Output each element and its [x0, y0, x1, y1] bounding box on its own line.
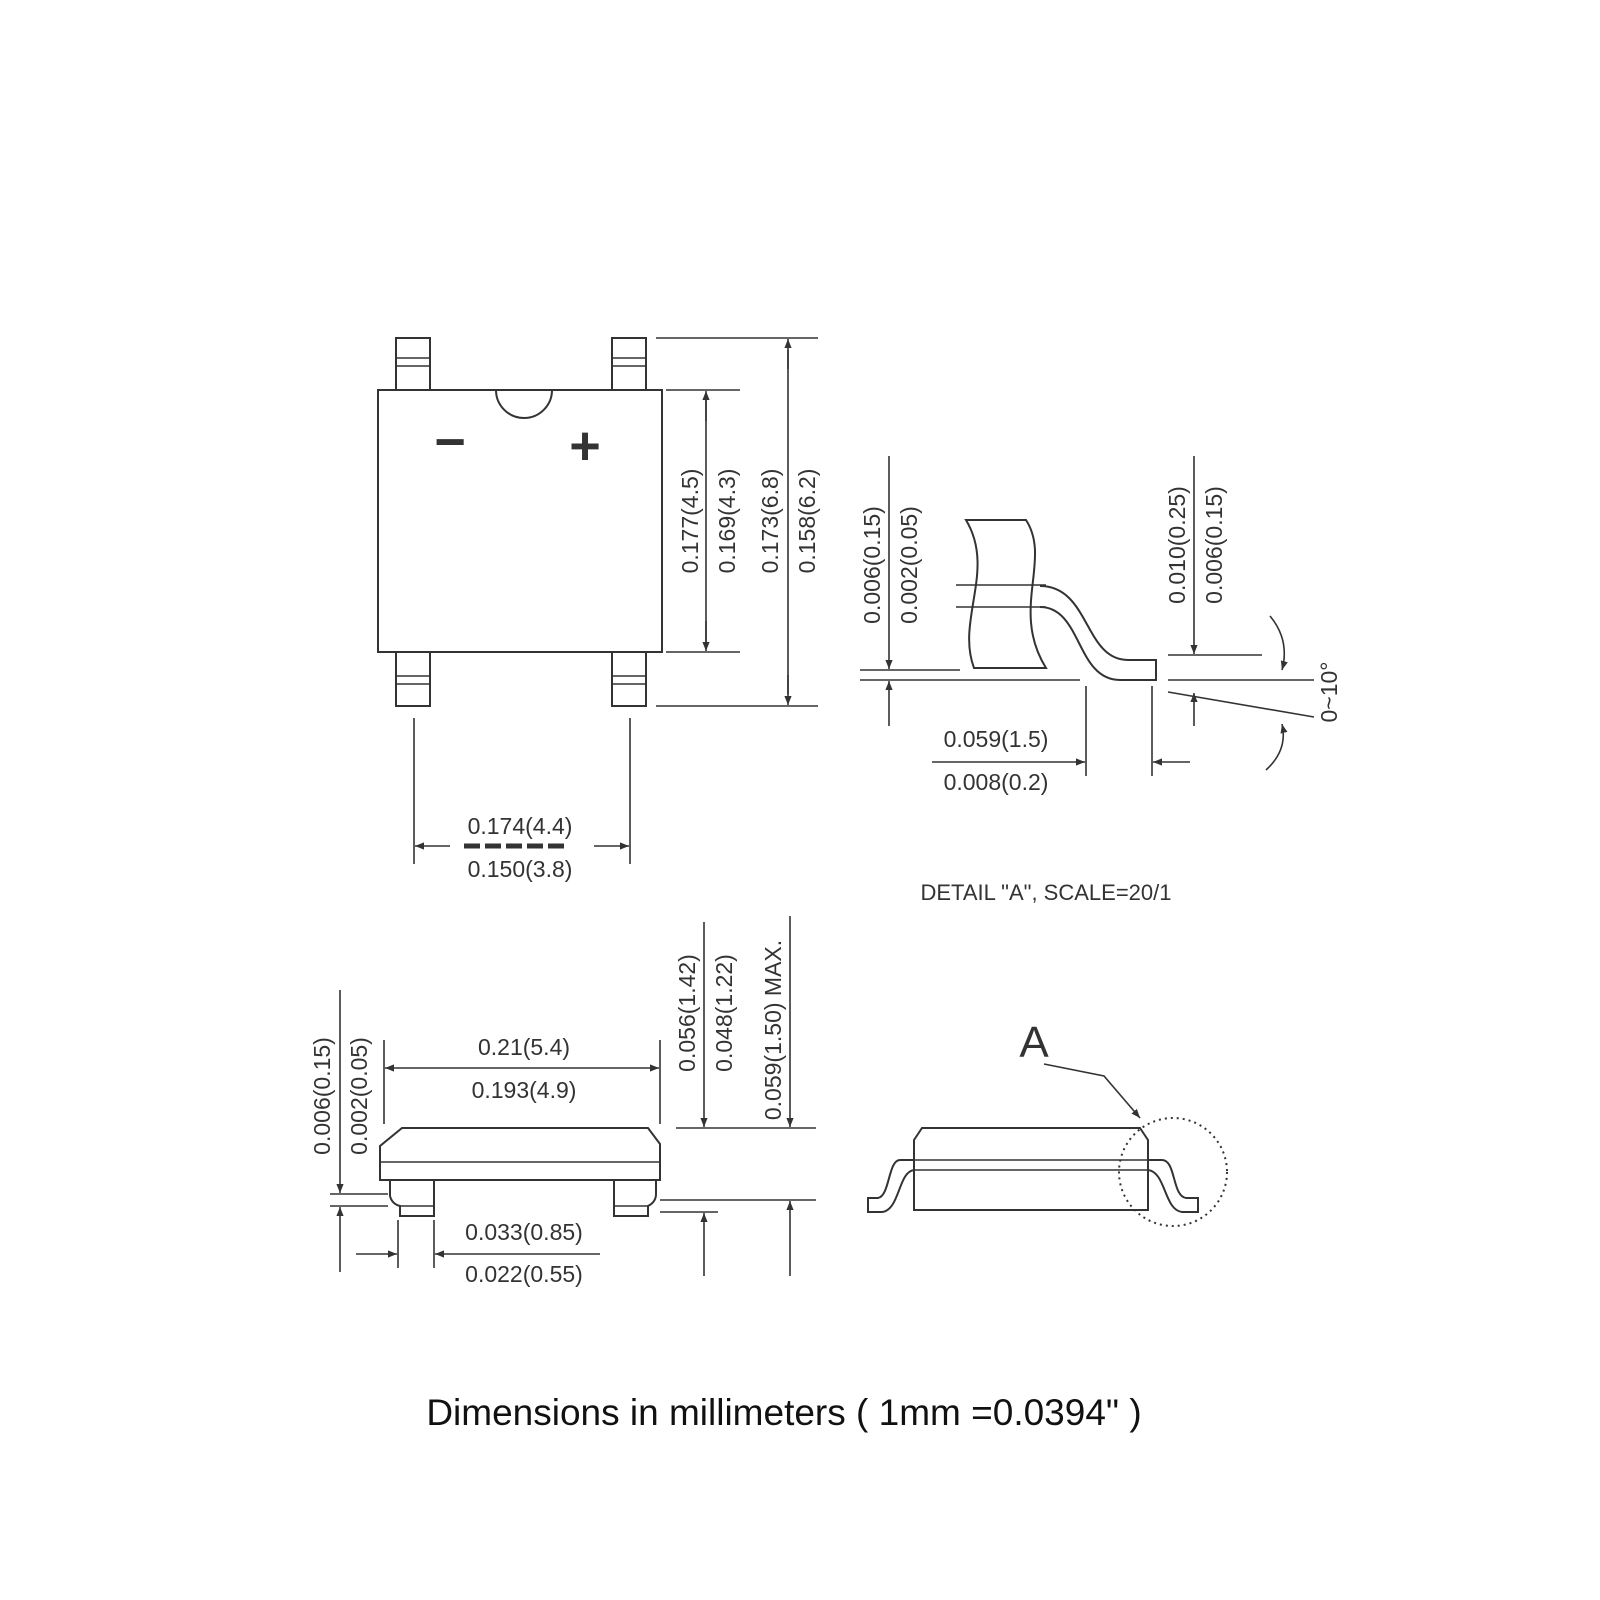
detail-standoff-min: 0.006(0.15) [1201, 486, 1227, 604]
side-pin-left [389, 1179, 435, 1217]
body-max-label: 0.177(4.5) [677, 469, 703, 574]
detail-body-section [964, 519, 1048, 669]
side-height-max: 0.056(1.42) [674, 954, 700, 1072]
polarity-plus: + [569, 416, 601, 476]
detail-caption: DETAIL "A", SCALE=20/1 [920, 880, 1171, 905]
pin-bottom-right [611, 649, 647, 707]
detail-lead-thickness-max: 0.006(0.15) [859, 506, 885, 624]
polarity-minus: − [434, 412, 466, 472]
side-pin-width-min: 0.022(0.55) [465, 1261, 583, 1287]
overall-min-label: 0.158(6.2) [794, 469, 820, 574]
side-pin-right [613, 1179, 657, 1217]
detail-foot-length-min: 0.008(0.2) [944, 769, 1049, 795]
detail-lead-thickness-min: 0.002(0.05) [896, 506, 922, 624]
top-view: − + 0.174(4.4) 0.150(3.8) 0.177(4.5) 0.1… [377, 337, 820, 882]
pin-top-right [611, 337, 647, 391]
detail-a-label: A [1019, 1018, 1049, 1067]
side-lead-thickness-min: 0.002(0.05) [346, 1037, 372, 1155]
detail-a-circle[interactable] [1118, 1117, 1228, 1227]
orientation-notch [495, 389, 553, 419]
width-max-label: 0.174(4.4) [468, 813, 573, 839]
detail-angle-label: 0~10° [1316, 661, 1342, 722]
overall-max-label: 0.173(6.8) [757, 469, 783, 574]
profile-lead-right [1147, 1159, 1199, 1213]
detail-foot-length-max: 0.059(1.5) [944, 726, 1049, 752]
side-body [379, 1127, 661, 1181]
side-height-abs-max: 0.059(1.50) MAX. [760, 940, 786, 1120]
side-length-max: 0.21(5.4) [478, 1034, 570, 1060]
profile-lead-left [867, 1159, 915, 1213]
dimension-note: Dimensions in millimeters ( 1mm =0.0394"… [426, 1392, 1141, 1433]
side-pin-width-max: 0.033(0.85) [465, 1219, 583, 1245]
profile-view: A [867, 1018, 1228, 1227]
side-length-min: 0.193(4.9) [472, 1077, 577, 1103]
width-min-label: 0.150(3.8) [468, 856, 573, 882]
side-lead-thickness-max: 0.006(0.15) [309, 1037, 335, 1155]
detail-standoff-max: 0.010(0.25) [1164, 486, 1190, 604]
side-view: 0.21(5.4) 0.193(4.9) 0.006(0.15) 0.002(0… [309, 916, 816, 1287]
detail-a-view: 0.006(0.15) 0.002(0.05) 0.010(0.25) 0.00… [859, 456, 1342, 905]
detail-lead [1039, 585, 1157, 681]
body-min-label: 0.169(4.3) [714, 469, 740, 574]
pin-top-left [395, 337, 431, 391]
pin-bottom-left [395, 649, 431, 707]
side-height-min: 0.048(1.22) [711, 954, 737, 1072]
profile-body [913, 1127, 1149, 1211]
package-body [377, 389, 663, 653]
